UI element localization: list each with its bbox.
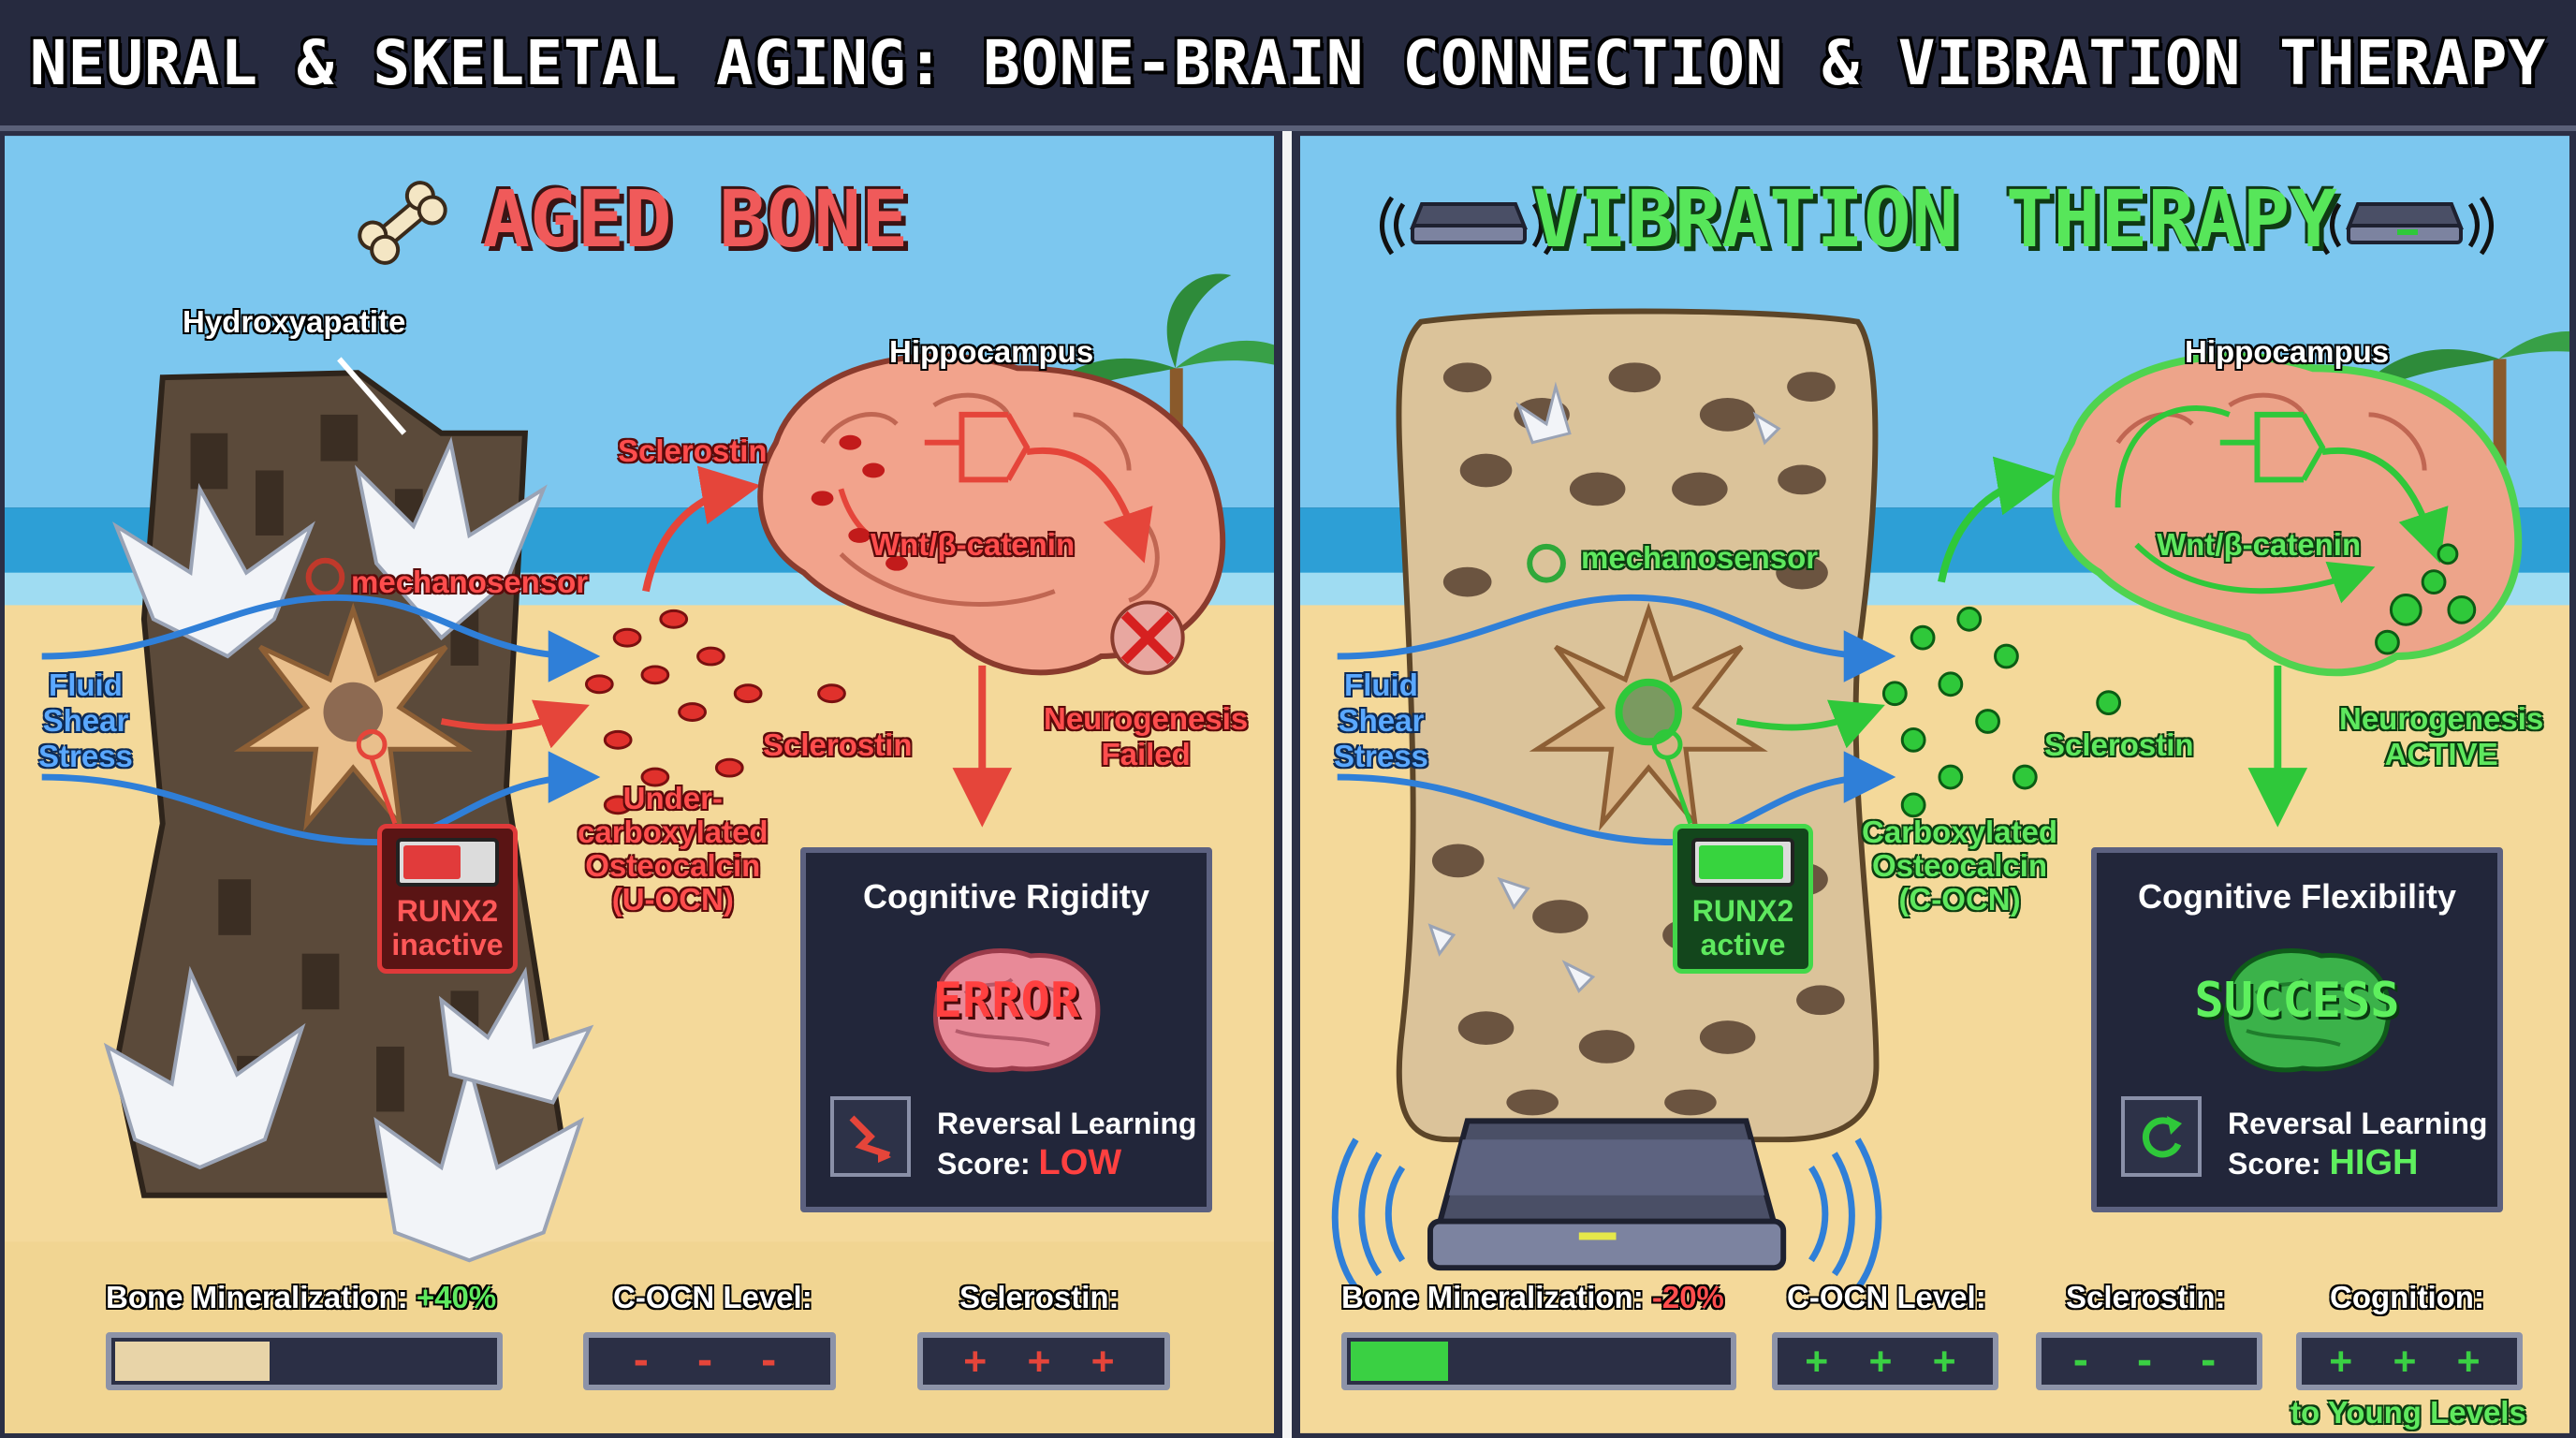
- reversal-fail-icon: [830, 1096, 911, 1177]
- result-metric: Reversal Learning Score: HIGH: [2228, 1104, 2487, 1183]
- neuron-growth-icon: [2375, 543, 2477, 655]
- sclerostin-meter: + + +: [917, 1332, 1170, 1390]
- hippocampus-label: Hippocampus: [889, 334, 1094, 369]
- result-title: Cognitive Rigidity: [863, 877, 1149, 916]
- neurogenesis-active-label: Neurogenesis ACTIVE: [2339, 701, 2544, 771]
- sclerostin-top-label: Sclerostin: [618, 433, 768, 468]
- mechanosensor-label: mechanosensor: [351, 565, 589, 599]
- sclerostin-mid-label: Sclerostin: [763, 727, 913, 762]
- fluid-shear-stress-label: Fluid Shear Stress: [38, 668, 133, 773]
- mechanosensor-label: mechanosensor: [1581, 540, 1819, 575]
- sclerostin-meter: - - -: [2036, 1332, 2262, 1390]
- brain-error-icon: [933, 947, 1101, 1073]
- ucn-osteocalcin-label: Under- carboxylated Osteocalcin (U-OCN): [578, 781, 768, 917]
- vibration-plate-icon: [2316, 196, 2494, 256]
- cocn-level-meter: - - -: [583, 1332, 836, 1390]
- battery-full-icon: [1691, 838, 1794, 887]
- bone-mineralization-label: Bone Mineralization: +40%: [106, 1280, 496, 1315]
- meter-label-value: +40%: [416, 1280, 497, 1314]
- hydroxyapatite-label: Hydroxyapatite: [183, 304, 406, 339]
- cocn-level-meter: + + +: [1772, 1332, 1998, 1390]
- result-title: Cognitive Flexibility: [2137, 877, 2457, 916]
- wnt-catenin-label: Wnt/β-catenin: [2157, 527, 2362, 562]
- bone-icon: [358, 181, 447, 265]
- metric-label: Reversal Learning: [2228, 1107, 2488, 1140]
- osteocyte-cell: [233, 602, 473, 831]
- metric-prefix: Score:: [937, 1147, 1039, 1181]
- mineralization-fill: [115, 1342, 270, 1381]
- result-metric: Reversal Learning Score: LOW: [937, 1104, 1196, 1183]
- cognition-meter-label: Cognition:: [2330, 1280, 2484, 1314]
- metric-value: LOW: [1038, 1143, 1122, 1182]
- meter-label-value: -20%: [1651, 1280, 1724, 1314]
- page-title: NEURAL & SKELETAL AGING: BONE-BRAIN CONN…: [29, 26, 2547, 99]
- cocn-level-label: C-OCN Level:: [613, 1280, 812, 1314]
- mineralization-fill: [1351, 1342, 1448, 1381]
- panel-divider: [1279, 131, 1295, 1438]
- bone-mineralization-meter: [1341, 1332, 1736, 1390]
- bone-mineralization-meter: [106, 1332, 503, 1390]
- cognitive-flexibility-card: Cognitive Flexibility SUCCESS Reversal L…: [2091, 847, 2503, 1212]
- metric-label: Reversal Learning: [937, 1107, 1197, 1140]
- battery-low-icon: [396, 838, 499, 887]
- sclerostin-meter-label: Sclerostin:: [959, 1280, 1120, 1314]
- aged-bone-title: AGED BONE: [482, 173, 909, 265]
- header-bar: NEURAL & SKELETAL AGING: BONE-BRAIN CONN…: [0, 0, 2576, 131]
- hippocampus-brain: [2052, 352, 2523, 677]
- crystal-cluster: [103, 436, 594, 1263]
- vibration-plate-icon: [1380, 196, 1558, 256]
- cocn-level-label: C-OCN Level:: [1787, 1280, 1986, 1314]
- sclerostin-meter-label: Sclerostin:: [2066, 1280, 2226, 1314]
- vibration-therapy-scene: [1300, 136, 2569, 1433]
- runx2-inactive-box: RUNX2 inactive: [377, 824, 518, 974]
- result-status: SUCCESS: [2194, 973, 2400, 1029]
- neurogenesis-failed-label: Neurogenesis Failed: [1044, 701, 1249, 771]
- meter-label-prefix: Bone Mineralization:: [106, 1280, 417, 1314]
- result-status: ERROR: [932, 973, 1080, 1029]
- aged-bone-panel: AGED BONE Hydroxyapatite mechanosensor F…: [0, 131, 1279, 1438]
- cognition-note: to Young Levels: [2291, 1395, 2526, 1430]
- meter-label-prefix: Bone Mineralization:: [1341, 1280, 1652, 1314]
- vibration-plate-device: [1331, 1118, 1882, 1291]
- cognitive-rigidity-card: Cognitive Rigidity ERROR Reversal Learni…: [800, 847, 1212, 1212]
- vibration-therapy-title: VIBRATION THERAPY: [1532, 173, 2337, 265]
- runx2-status-label: RUNX2 inactive: [391, 894, 504, 961]
- metric-value: HIGH: [2329, 1143, 2419, 1182]
- reversal-success-icon: [2121, 1096, 2202, 1177]
- hippocampus-label: Hippocampus: [2185, 334, 2390, 369]
- bone-mineralization-label: Bone Mineralization: -20%: [1341, 1280, 1724, 1315]
- hippocampus-brain: [757, 353, 1226, 676]
- metric-prefix: Score:: [2228, 1147, 2330, 1181]
- cognition-meter: + + +: [2296, 1332, 2523, 1390]
- fluid-shear-stress-label: Fluid Shear Stress: [1334, 668, 1428, 773]
- c-ocn-osteocalcin-label: Carboxylated Osteocalcin (C-OCN): [1862, 814, 2058, 917]
- runx2-active-box: RUNX2 active: [1673, 824, 1813, 974]
- wnt-catenin-label: Wnt/β-catenin: [871, 527, 1076, 562]
- runx2-status-label: RUNX2 active: [1691, 894, 1794, 961]
- osteocyte-cell: [1529, 602, 1768, 831]
- vibration-therapy-panel: VIBRATION THERAPY mechanosensor Fluid Sh…: [1295, 131, 2574, 1438]
- brain-success-icon: [2224, 947, 2392, 1073]
- sclerostin-mid-label: Sclerostin: [2044, 727, 2194, 762]
